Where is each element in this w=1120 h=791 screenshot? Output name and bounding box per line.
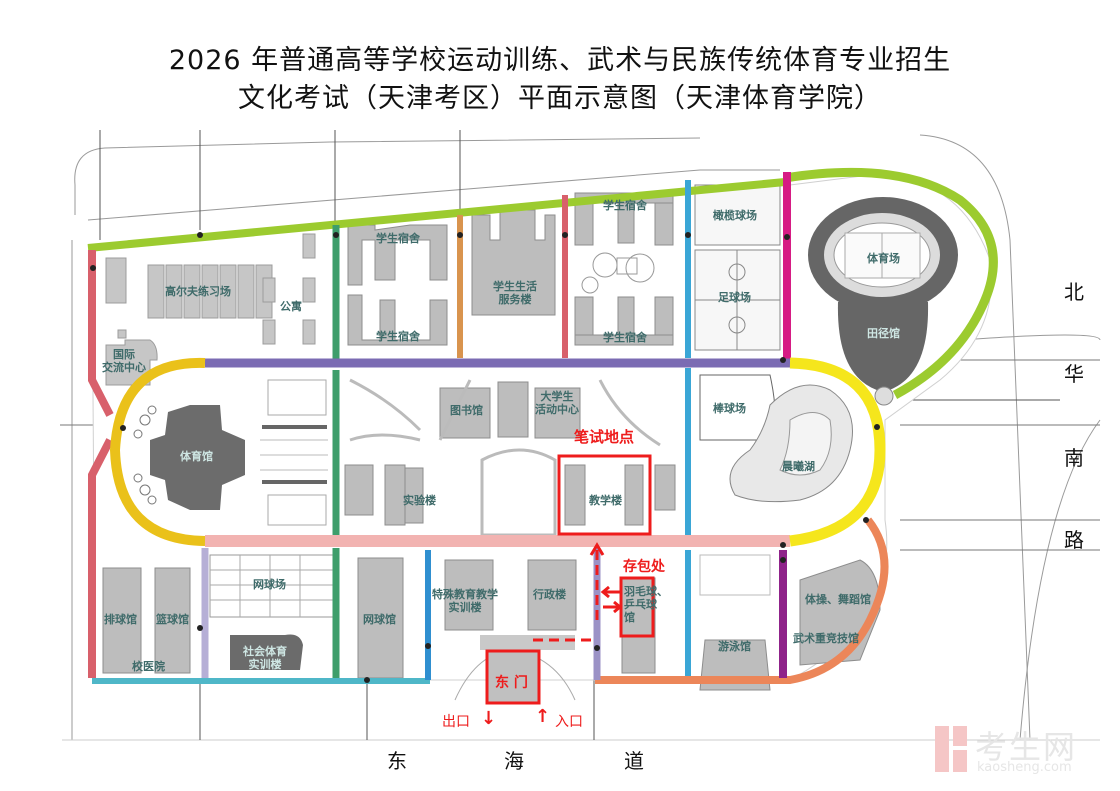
label-track-hall: 田径馆 — [867, 327, 900, 340]
label-golf-range: 高尔夫练习场 — [165, 285, 231, 298]
watermark-name: 考生网 — [975, 728, 1078, 766]
map-title-line-2: 文化考试（天津考区）平面示意图（天津体育学院） — [238, 83, 882, 114]
label-gymnasium: 体育馆 — [180, 450, 213, 463]
label-swimming-hall: 游泳馆 — [718, 640, 751, 653]
label-teaching-building: 教学楼 — [589, 494, 622, 507]
exit-label: 出口 — [442, 714, 470, 730]
exit-arrow-icon: ↓ — [481, 708, 497, 729]
east-gate-label: 东 门 — [495, 675, 528, 691]
entrance-arrow-icon: ↑ — [535, 706, 551, 727]
label-gymnastics-dance-hall: 体操、舞蹈馆 — [805, 593, 871, 606]
road-name-beihua-char-3: 南 — [1064, 446, 1084, 470]
map-title-line-1: 2026 年普通高等学校运动训练、武术与民族传统体育专业招生 — [168, 45, 952, 76]
label-martial-arts-hall: 武术重竞技馆 — [793, 632, 859, 645]
exam-site-label: 笔试地点 — [574, 428, 635, 446]
label-dorm-a-bottom: 学生宿舍 — [376, 330, 420, 343]
label-chenxi-lake: 晨曦湖 — [782, 460, 815, 473]
road-name-donghai-char-2: 海 — [504, 749, 524, 773]
label-volleyball-hall: 排球馆 — [104, 613, 137, 626]
watermark-logo-part — [953, 750, 967, 772]
label-baseball-field: 棒球场 — [713, 402, 746, 415]
road-name-beihua-char-4: 路 — [1064, 528, 1084, 552]
label-tennis-hall: 网球馆 — [363, 613, 396, 626]
road-name-donghai-char-3: 道 — [624, 749, 644, 773]
label-rugby-field: 橄榄球场 — [713, 209, 757, 222]
label-admin-building: 行政楼 — [533, 588, 566, 601]
label-student-services: 学生生活 服务楼 — [493, 280, 537, 306]
label-dorm-a-top: 学生宿舍 — [376, 232, 420, 245]
label-social-sports-building: 社会体育 实训楼 — [243, 645, 287, 671]
label-stadium: 体育场 — [867, 252, 900, 265]
label-lab-building: 实验楼 — [403, 494, 436, 507]
label-library: 图书馆 — [450, 404, 483, 417]
label-tennis-courts: 网球场 — [253, 578, 286, 591]
road-name-beihua-char-1: 北 — [1064, 280, 1084, 304]
watermark-logo-part — [953, 726, 967, 746]
watermark-logo-icon — [935, 726, 949, 772]
label-international-center: 国际 交流中心 — [102, 348, 146, 374]
road-name-beihua-char-2: 华 — [1064, 362, 1084, 386]
label-football-field: 足球场 — [718, 291, 751, 304]
label-special-education-building: 特殊教育教学 实训楼 — [432, 588, 498, 614]
watermark: 考生网 kaosheng.com — [935, 722, 1095, 778]
entrance-label: 入口 — [555, 714, 583, 730]
label-dorm-b-bottom: 学生宿舍 — [603, 331, 647, 344]
watermark-url: kaosheng.com — [977, 760, 1072, 775]
label-clinic: 校医院 — [132, 660, 165, 673]
road-name-donghai-char-1: 东 — [387, 749, 407, 773]
label-basketball-hall: 篮球馆 — [156, 613, 189, 626]
bag-storage-label: 存包处 — [623, 559, 665, 575]
label-apartment: 公寓 — [280, 300, 302, 313]
label-badminton-table-tennis-hall: 羽毛球、 乒乓球 馆 — [624, 585, 668, 624]
label-dorm-b-top: 学生宿舍 — [603, 199, 647, 212]
label-activity-center: 大学生 活动中心 — [535, 390, 579, 416]
